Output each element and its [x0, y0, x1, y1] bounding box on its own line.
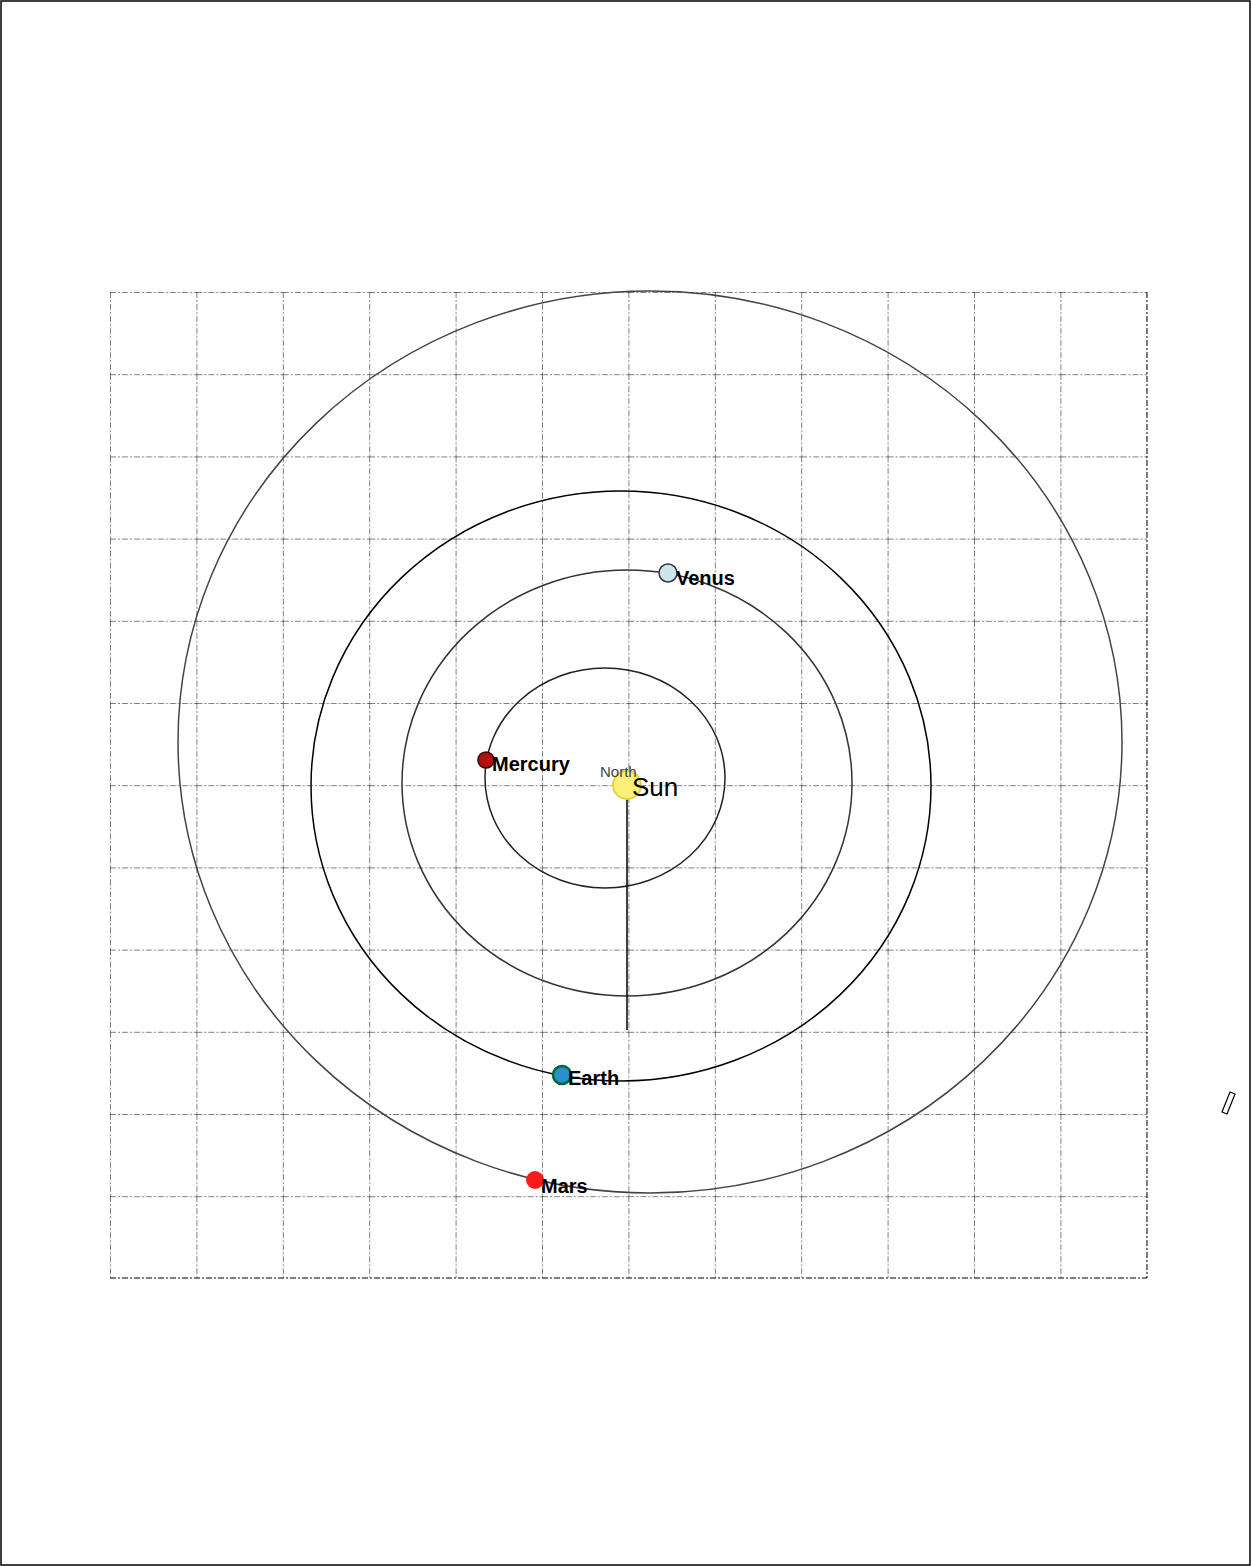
planet-label: Earth: [568, 1068, 619, 1088]
grid: [110, 292, 1147, 1278]
pencil-icon: [1222, 1092, 1235, 1114]
grid-edge: [110, 292, 1147, 1278]
north-line: [626, 790, 628, 1030]
mars-orbit: [178, 291, 1122, 1193]
planet-label: Mars: [541, 1176, 588, 1196]
venus-planet: [659, 564, 677, 582]
mercury-planet: [478, 752, 494, 768]
sun-label: Sun: [632, 774, 678, 800]
mercury-orbit: [485, 668, 725, 888]
earth-orbit: [311, 491, 931, 1081]
planet-label: Venus: [676, 568, 735, 588]
planet-label: Mercury: [492, 754, 570, 774]
direction-label: North: [600, 764, 637, 779]
